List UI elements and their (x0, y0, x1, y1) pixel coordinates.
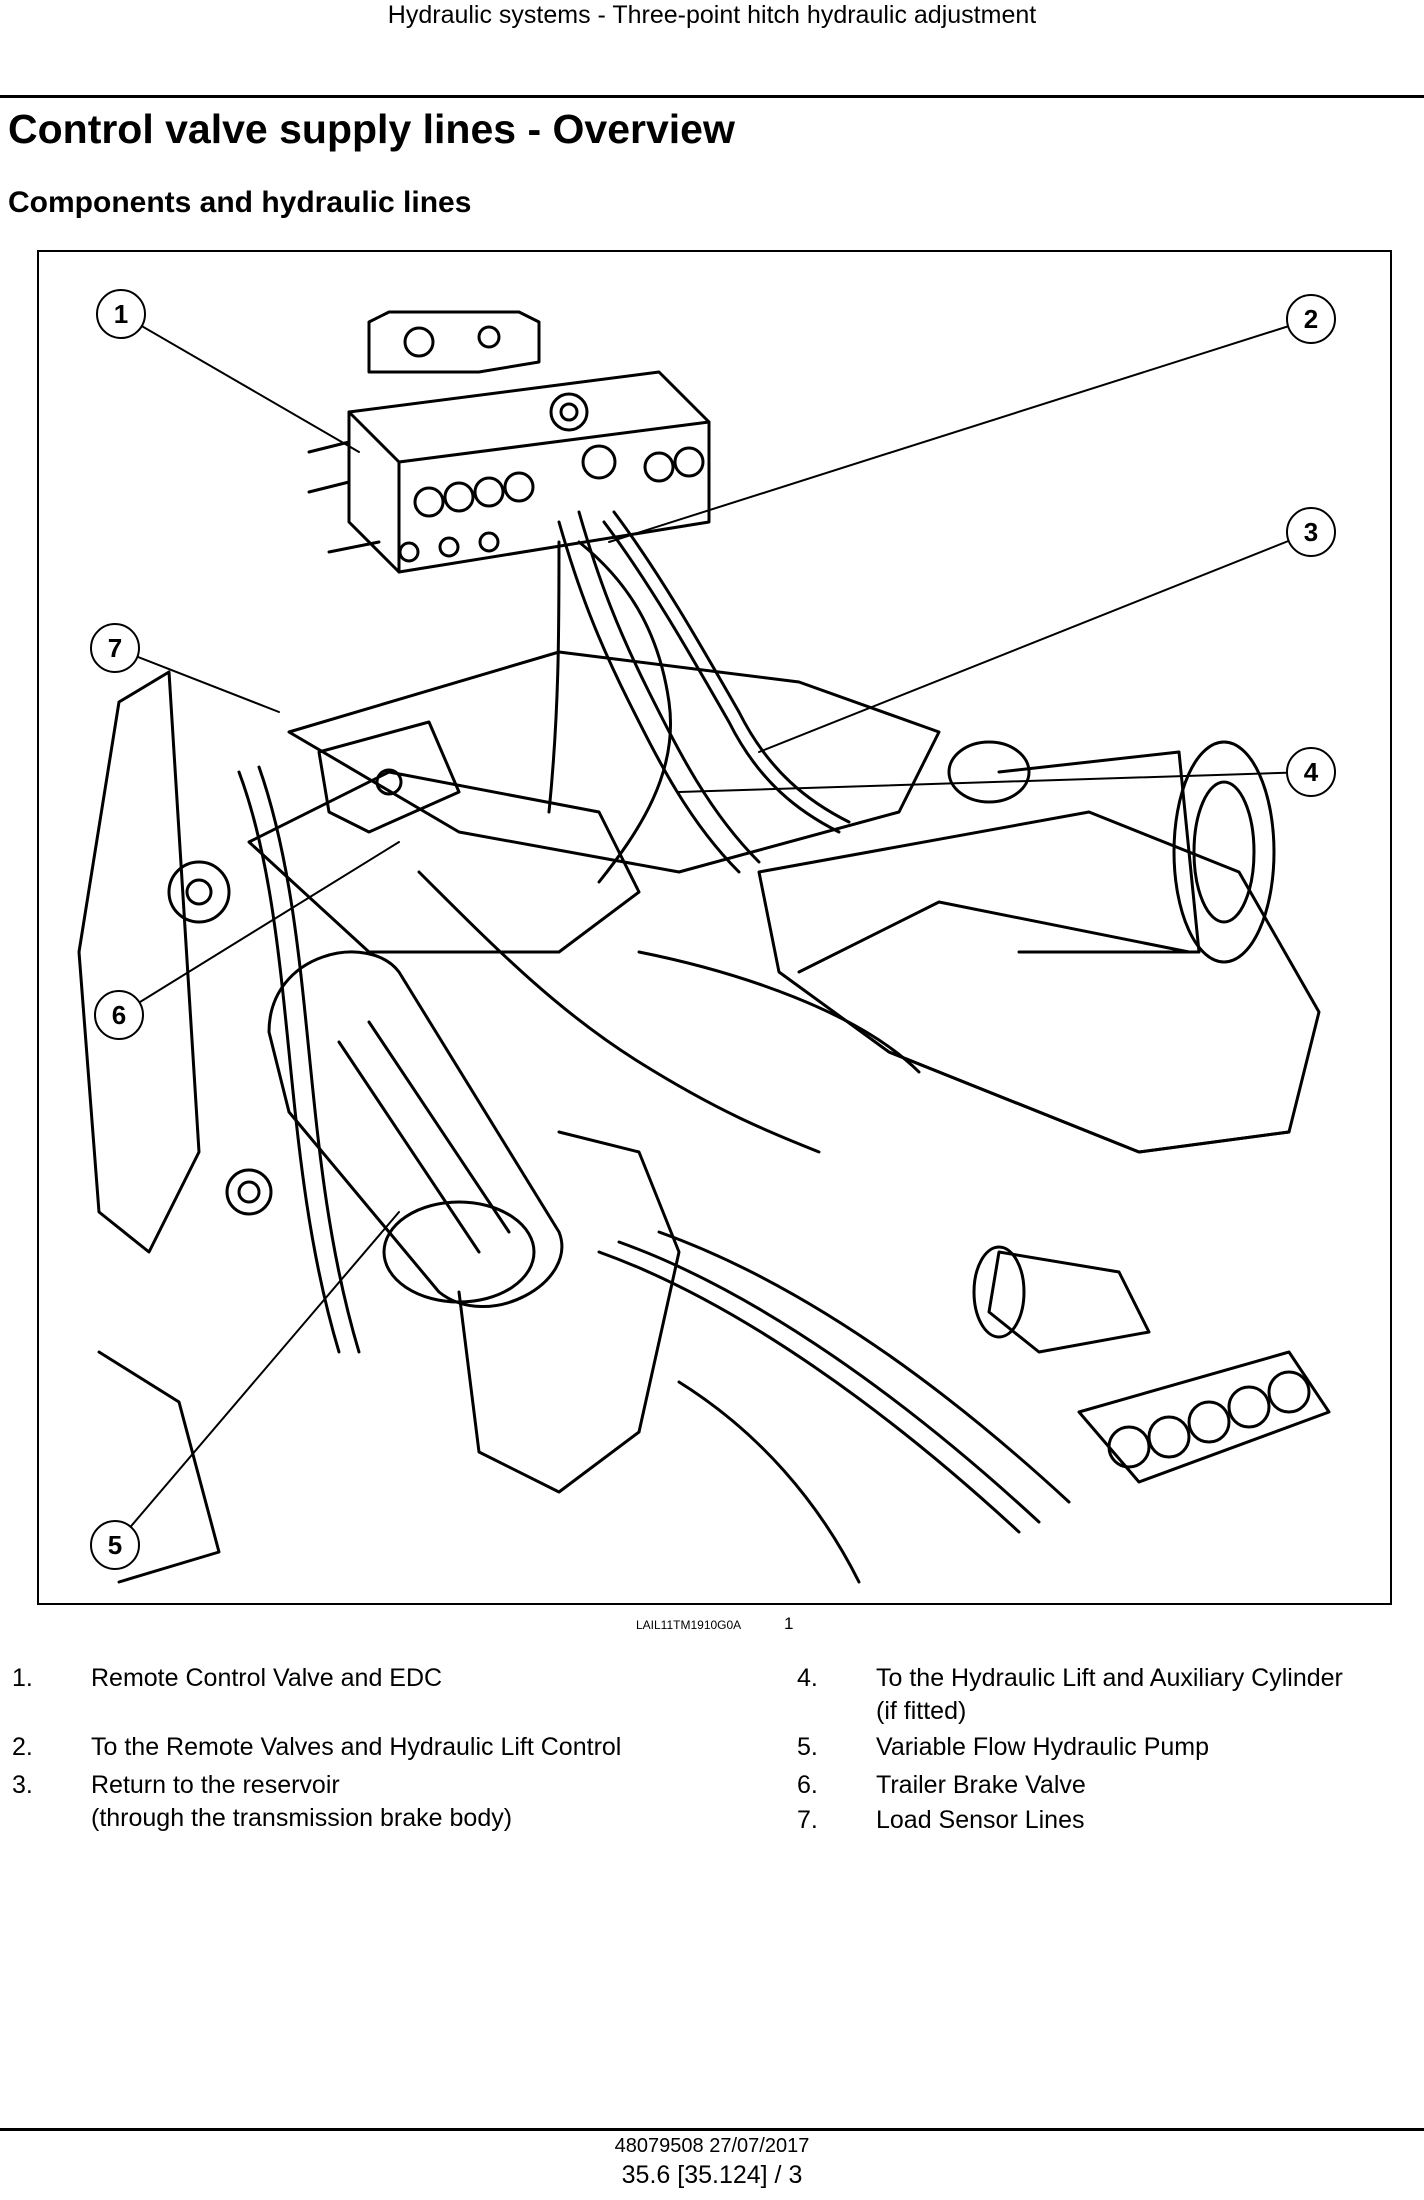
hydraulic-pump-drawing (267, 950, 681, 1494)
callout-3: 3 (1304, 517, 1318, 547)
figure-reference: LAIL11TM1910G0A (636, 1618, 742, 1632)
legend-item: 2. To the Remote Valves and Hydraulic Li… (12, 1733, 622, 1761)
footer-document: 48079508 27/07/2017 (614, 2135, 810, 2157)
legend-item: 6. Trailer Brake Valve (797, 1771, 1086, 1799)
running-header: Hydraulic systems - Three-point hitch hy… (387, 1, 1037, 29)
legend-right: 4. To the Hydraulic Lift and Auxiliary C… (797, 1662, 1417, 1839)
legend-item: 5. Variable Flow Hydraulic Pump (797, 1733, 1209, 1761)
footer-rule (0, 2128, 1424, 2131)
callout-6: 6 (112, 1000, 126, 1030)
figure-number: 1 (784, 1614, 794, 1633)
callout-7: 7 (108, 633, 122, 663)
legend-item: 4. To the Hydraulic Lift and Auxiliary C… (797, 1664, 1343, 1725)
footer-page-number: 35.6 [35.124] / 3 (621, 2161, 803, 2189)
page-title: Control valve supply lines - Overview (8, 106, 735, 152)
hydraulic-diagram: 1 2 3 4 5 6 7 (37, 250, 1392, 1605)
callout-2: 2 (1304, 304, 1318, 334)
header-rule (0, 95, 1424, 98)
callout-5: 5 (108, 1530, 122, 1560)
legend-item: 3. Return to the reservoir (through the … (12, 1771, 513, 1832)
callout-1: 1 (114, 299, 128, 329)
remote-control-valve-drawing (307, 310, 711, 574)
legend-item: 1. Remote Control Valve and EDC (12, 1664, 443, 1692)
section-title: Components and hydraulic lines (8, 186, 472, 219)
legend-left: 1. Remote Control Valve and EDC 2. To th… (12, 1662, 752, 1839)
callout-4: 4 (1304, 757, 1319, 787)
legend-item: 7. Load Sensor Lines (797, 1806, 1085, 1834)
